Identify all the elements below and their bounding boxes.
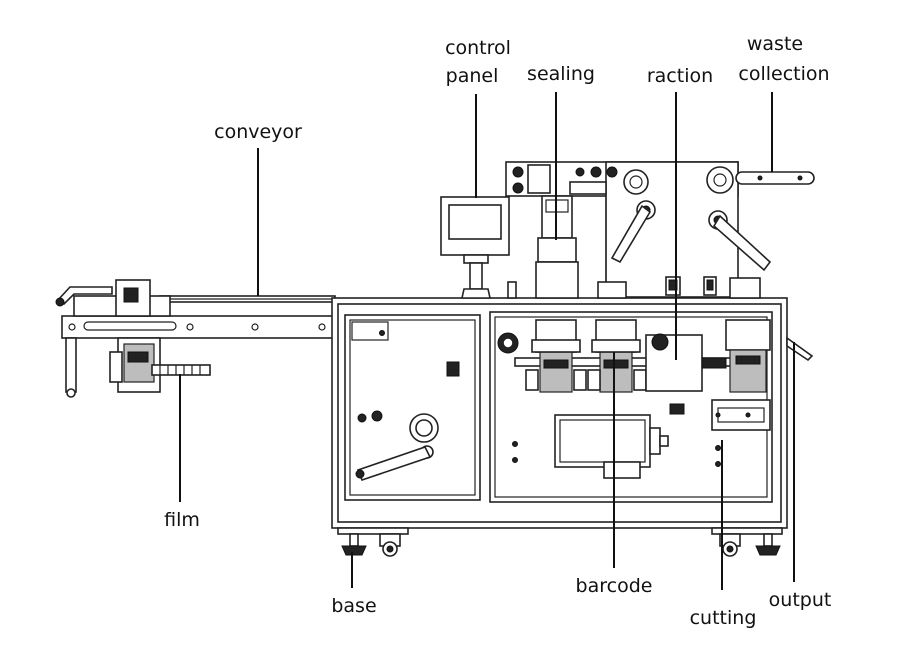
waste-label-line2: collection — [738, 63, 829, 85]
barcode-label: barcode — [576, 575, 653, 597]
conveyor-assembly — [55, 279, 336, 398]
base-assembly — [337, 527, 783, 557]
control-panel-label-line1: control — [445, 37, 511, 59]
base-label: base — [331, 595, 376, 617]
cutting-label: cutting — [690, 607, 757, 629]
sealing-label: sealing — [527, 63, 595, 85]
waste-label-line1: waste — [747, 33, 803, 55]
raction-label: raction — [647, 65, 713, 87]
film-roll-ribs — [159, 365, 201, 375]
film-label: film — [164, 509, 200, 531]
control-panel-label-line2: panel — [446, 65, 499, 87]
upper-assembly — [440, 161, 815, 299]
output-label: output — [769, 589, 832, 611]
main-cabinet — [331, 297, 814, 529]
conveyor-label: conveyor — [214, 121, 302, 143]
labels: control panel sealing raction waste coll… — [164, 33, 831, 629]
machine-drawing — [55, 161, 815, 557]
leader-lines — [179, 92, 795, 590]
